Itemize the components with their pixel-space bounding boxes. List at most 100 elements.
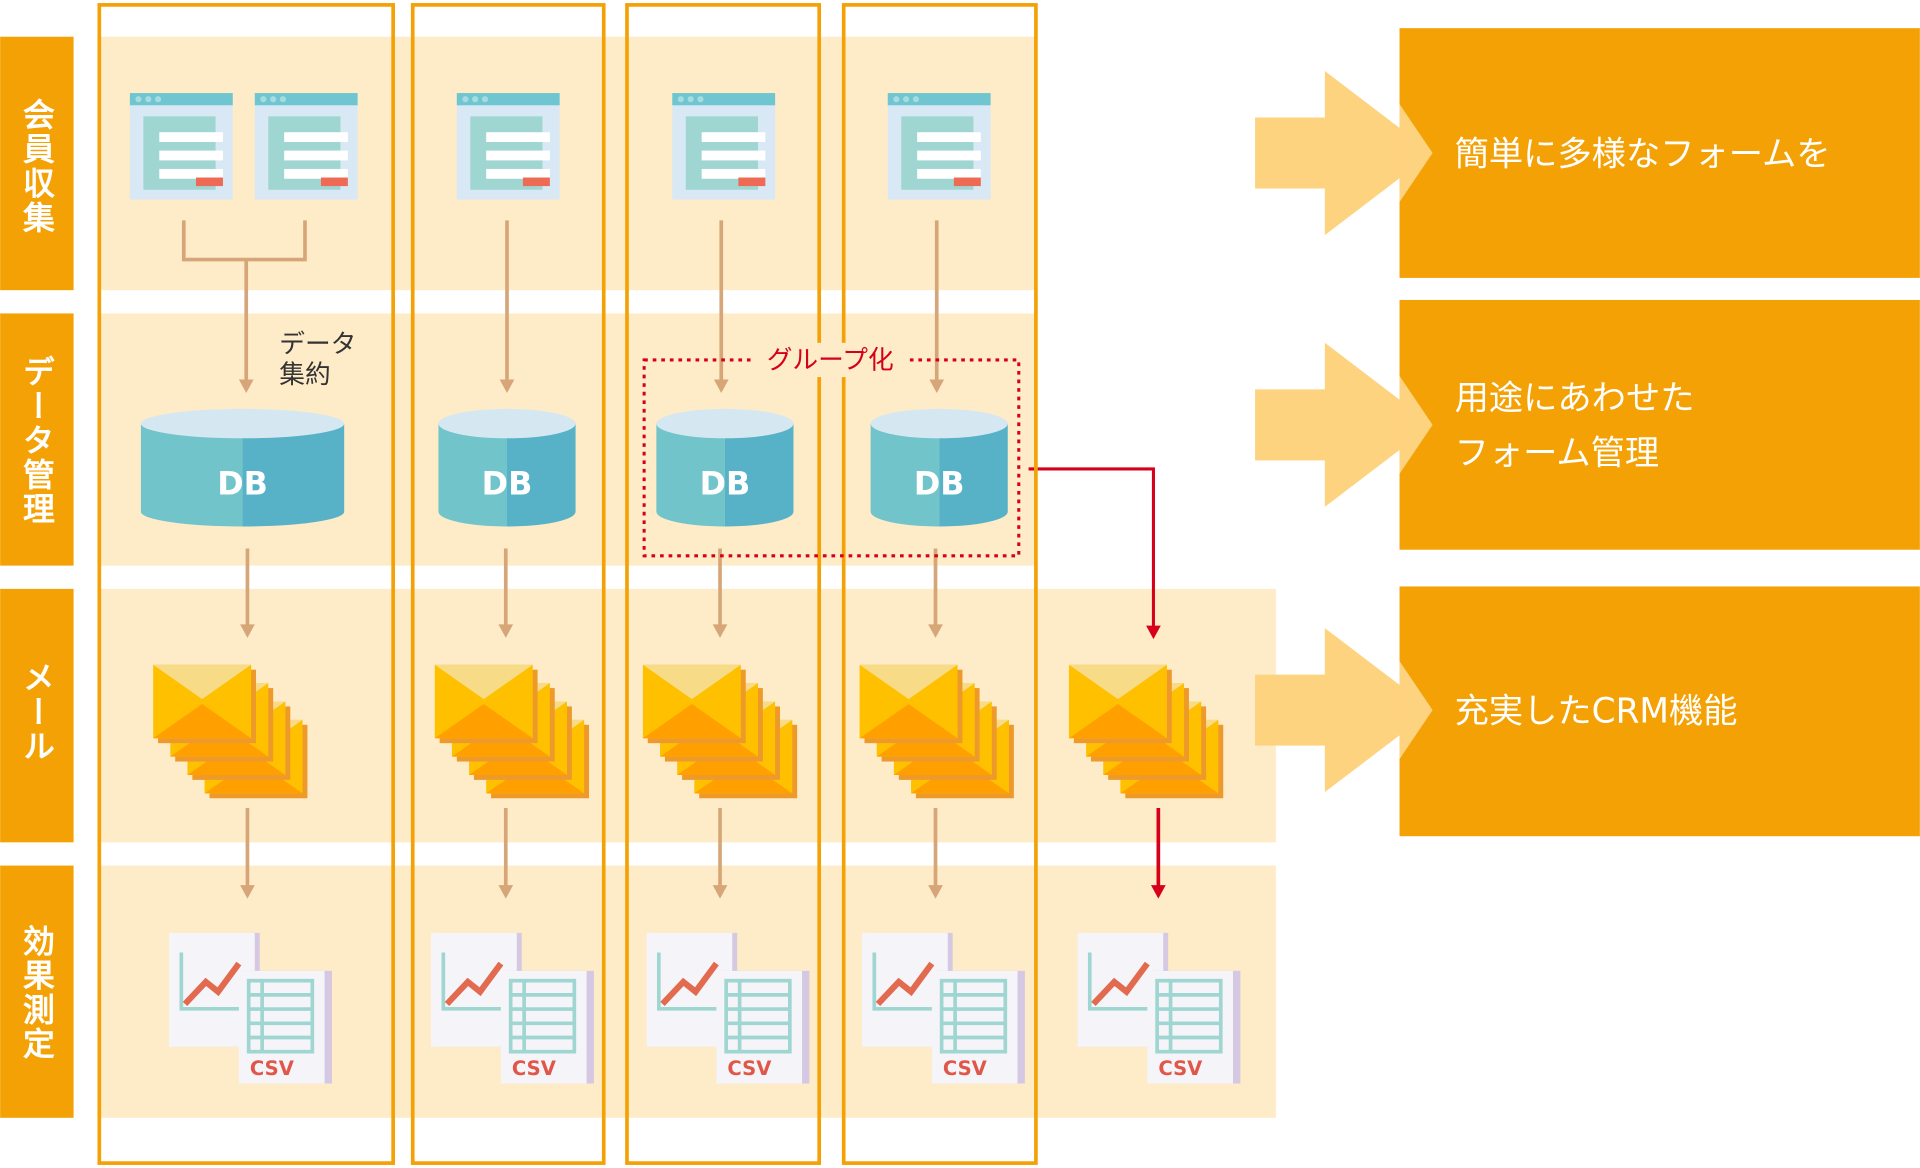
arrow-form-to-db-3-head xyxy=(713,379,729,394)
form-field xyxy=(917,168,981,179)
db-right xyxy=(939,423,1008,527)
feature-panel-text: 簡単に多様なフォームを xyxy=(1455,134,1831,174)
form-field xyxy=(159,168,223,179)
feature-panel-1 xyxy=(1399,28,1920,278)
db-label: DB xyxy=(914,465,965,503)
form-field xyxy=(486,168,550,179)
feature-panel-2 xyxy=(1399,299,1920,550)
group-label: グループ化 xyxy=(767,346,894,376)
csv-table xyxy=(246,978,315,1054)
db-top xyxy=(656,408,794,439)
mail-stack-icon xyxy=(642,664,798,799)
chart-line xyxy=(660,961,719,1007)
feature-arrow-tip-3 xyxy=(1399,661,1433,760)
csv-table xyxy=(1155,978,1223,1054)
report-icon: CSV xyxy=(646,932,810,1084)
form-icon xyxy=(672,93,776,200)
csv-page xyxy=(1147,970,1234,1084)
arrow-mail-to-report-1-head xyxy=(240,885,255,899)
column-outline-4 xyxy=(841,3,1038,1165)
feature-arrow-tip-1 xyxy=(1399,104,1433,203)
mail-stack-icon xyxy=(434,664,590,799)
csv-table xyxy=(508,978,577,1054)
envelope-flap xyxy=(859,664,958,700)
chart-line xyxy=(182,961,242,1007)
db-label: DB xyxy=(482,465,533,503)
form-titlebar xyxy=(254,93,358,106)
report-icon: CSV xyxy=(1077,932,1241,1084)
csv-page xyxy=(716,970,803,1084)
csv-table xyxy=(724,978,792,1054)
group-arrow-head xyxy=(1146,625,1161,640)
csv-label: CSV xyxy=(512,1057,557,1080)
window-dot xyxy=(687,96,694,103)
db-label: DB xyxy=(217,465,268,503)
form-field xyxy=(486,132,550,143)
window-dot xyxy=(155,96,162,103)
csv-label: CSV xyxy=(943,1057,988,1080)
window-dot xyxy=(270,96,277,103)
chart-axes xyxy=(441,952,515,1011)
group-label-bg xyxy=(750,342,910,378)
arrow-form-to-db-2-head xyxy=(499,379,515,394)
chart-axes xyxy=(179,952,253,1011)
feature-panel-text: 用途にあわせた xyxy=(1455,379,1695,419)
aggregate-label-2: 集約 xyxy=(279,360,330,390)
envelope-flap xyxy=(434,664,533,700)
arrow-form-to-db-4-head xyxy=(929,379,945,394)
csv-page xyxy=(931,970,1018,1084)
chart-line xyxy=(1091,961,1150,1007)
db-left xyxy=(870,423,940,527)
arrow-db-to-mail-2-head xyxy=(498,624,514,638)
db-right xyxy=(507,423,576,527)
feature-arrow-tip-2 xyxy=(1399,375,1433,474)
mail-stack-icon xyxy=(859,664,1014,799)
feature-panel-text: フォーム管理 xyxy=(1455,434,1660,474)
db-top xyxy=(140,408,345,439)
csv-label: CSV xyxy=(250,1057,295,1080)
chart-line xyxy=(875,961,935,1007)
database-icon: DB xyxy=(140,408,345,527)
report-icon: CSV xyxy=(431,932,594,1084)
report-icon: CSV xyxy=(862,932,1025,1084)
arrow-mail-to-report-4-head xyxy=(928,885,943,899)
arrow-db-to-mail-1-head xyxy=(240,624,255,638)
merge-bracket xyxy=(181,220,307,262)
form-submit xyxy=(953,177,981,187)
db-right xyxy=(242,423,345,527)
arrow-mail-to-report-3-head xyxy=(712,885,728,899)
feature-arrow-1 xyxy=(1255,71,1433,236)
form-field xyxy=(284,168,348,179)
aggregate-label-1: データ xyxy=(279,330,356,360)
column-outline-1 xyxy=(97,3,395,1165)
db-label: DB xyxy=(700,465,751,503)
column-outline-3 xyxy=(625,3,822,1165)
form-field xyxy=(917,150,981,161)
envelope-bottom xyxy=(642,703,741,739)
feature-panel-3 xyxy=(1399,586,1920,837)
window-dot xyxy=(903,96,910,103)
annotations: データ 集約 グループ化 xyxy=(279,330,1021,558)
row-label-mail: メール xyxy=(18,661,56,764)
window-dot xyxy=(677,96,684,103)
window-dot xyxy=(893,96,900,103)
row-band-1 xyxy=(98,36,1035,291)
chart-axes xyxy=(656,952,730,1011)
window-dot xyxy=(145,96,152,103)
envelope-bottom xyxy=(434,703,533,739)
envelope-flap xyxy=(642,664,741,700)
chart-line xyxy=(444,961,504,1007)
csv-label: CSV xyxy=(1158,1057,1203,1080)
form-titlebar xyxy=(456,93,560,106)
envelope-flap xyxy=(1068,664,1167,700)
envelope-bottom xyxy=(153,703,252,739)
group-arrow-line xyxy=(1028,467,1155,627)
db-right xyxy=(724,423,794,527)
window-dot xyxy=(135,96,142,103)
database-icon: DB xyxy=(656,408,794,527)
db-top xyxy=(438,408,576,439)
form-titlebar xyxy=(672,93,776,106)
csv-page xyxy=(500,970,587,1084)
form-submit xyxy=(196,177,223,187)
arrow-aggregate-head xyxy=(238,379,254,394)
